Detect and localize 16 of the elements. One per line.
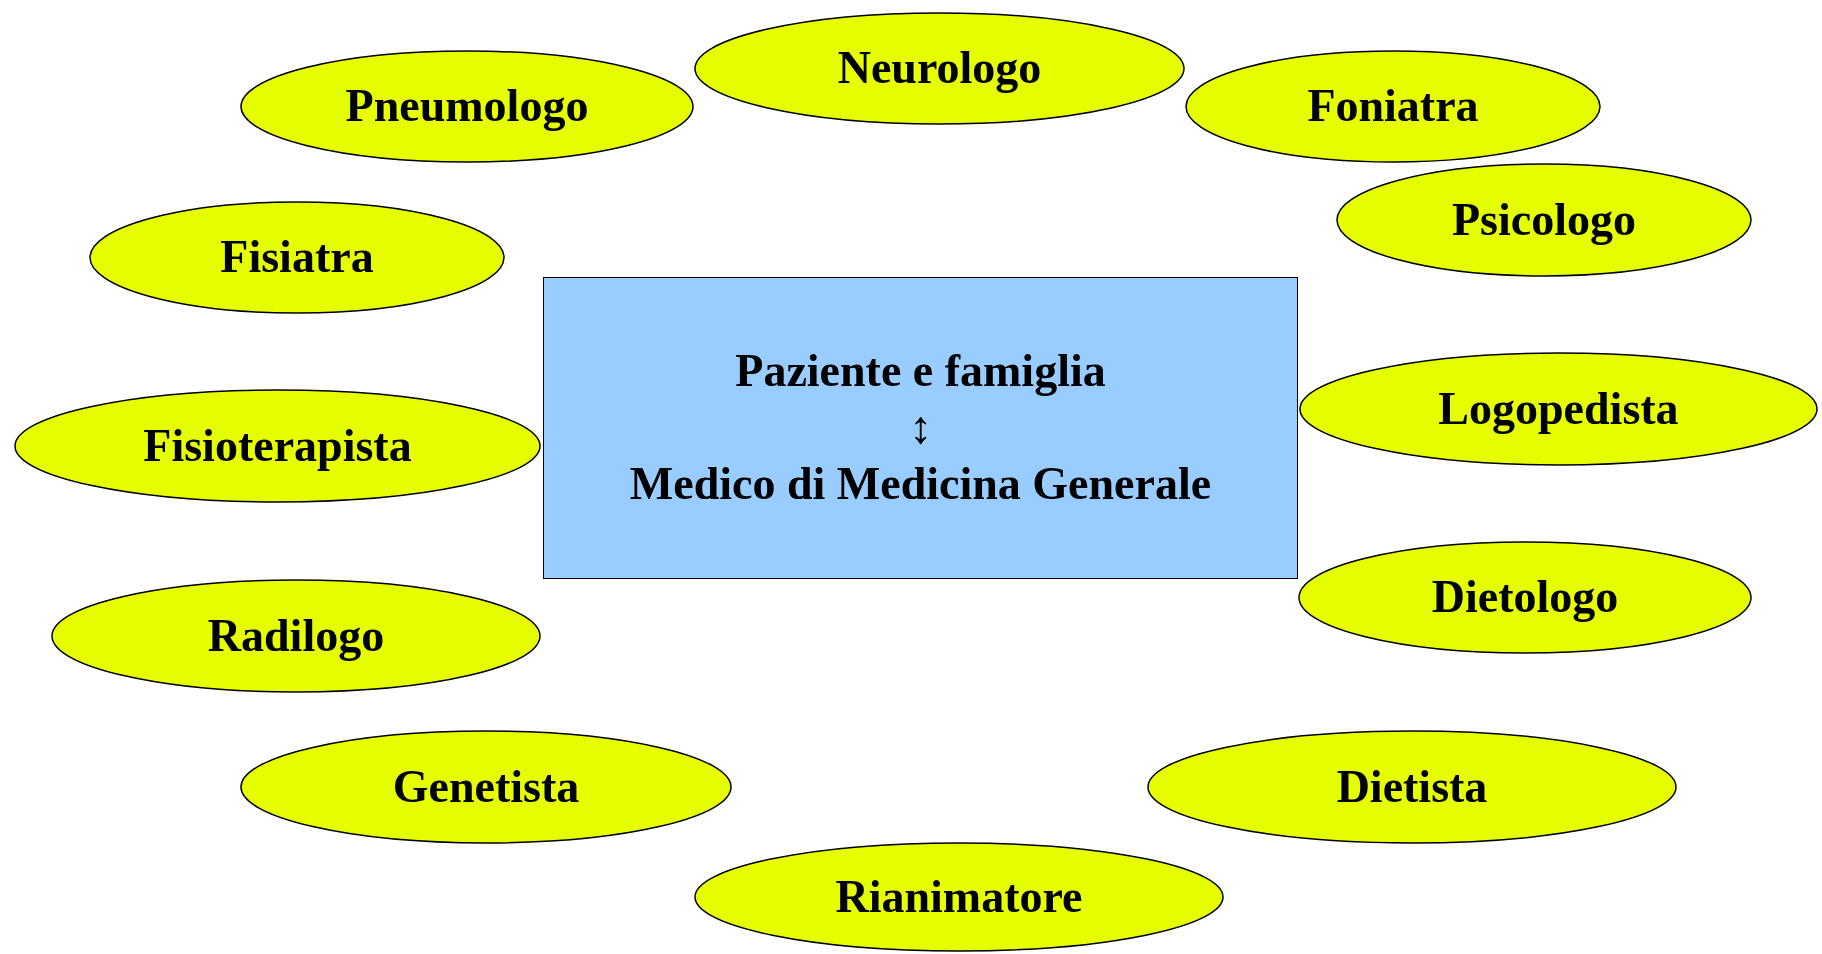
center-box	[543, 277, 1298, 579]
specialist-label: Fisioterapista	[143, 419, 412, 473]
specialist-label: Logopedista	[1438, 382, 1679, 436]
specialist-label: Neurologo	[837, 42, 1042, 95]
specialist-label: Psicologo	[1452, 193, 1636, 247]
specialist-label: Radilogo	[207, 609, 385, 663]
specialist-label: Fisiatra	[220, 231, 374, 284]
specialist-label: Foniatra	[1307, 80, 1479, 133]
box-text: Paziente e famiglia	[735, 344, 1106, 398]
specialist-label: Pneumologo	[345, 80, 589, 133]
double-arrow-symbol: ↕	[909, 401, 932, 455]
specialist-label: Genetista	[392, 760, 580, 814]
box-text: Medico di Medicina Generale	[629, 458, 1212, 512]
specialist-label: Dietista	[1336, 760, 1488, 814]
specialist-label: Dietologo	[1431, 571, 1619, 624]
specialist-label: Rianimatore	[835, 870, 1083, 924]
